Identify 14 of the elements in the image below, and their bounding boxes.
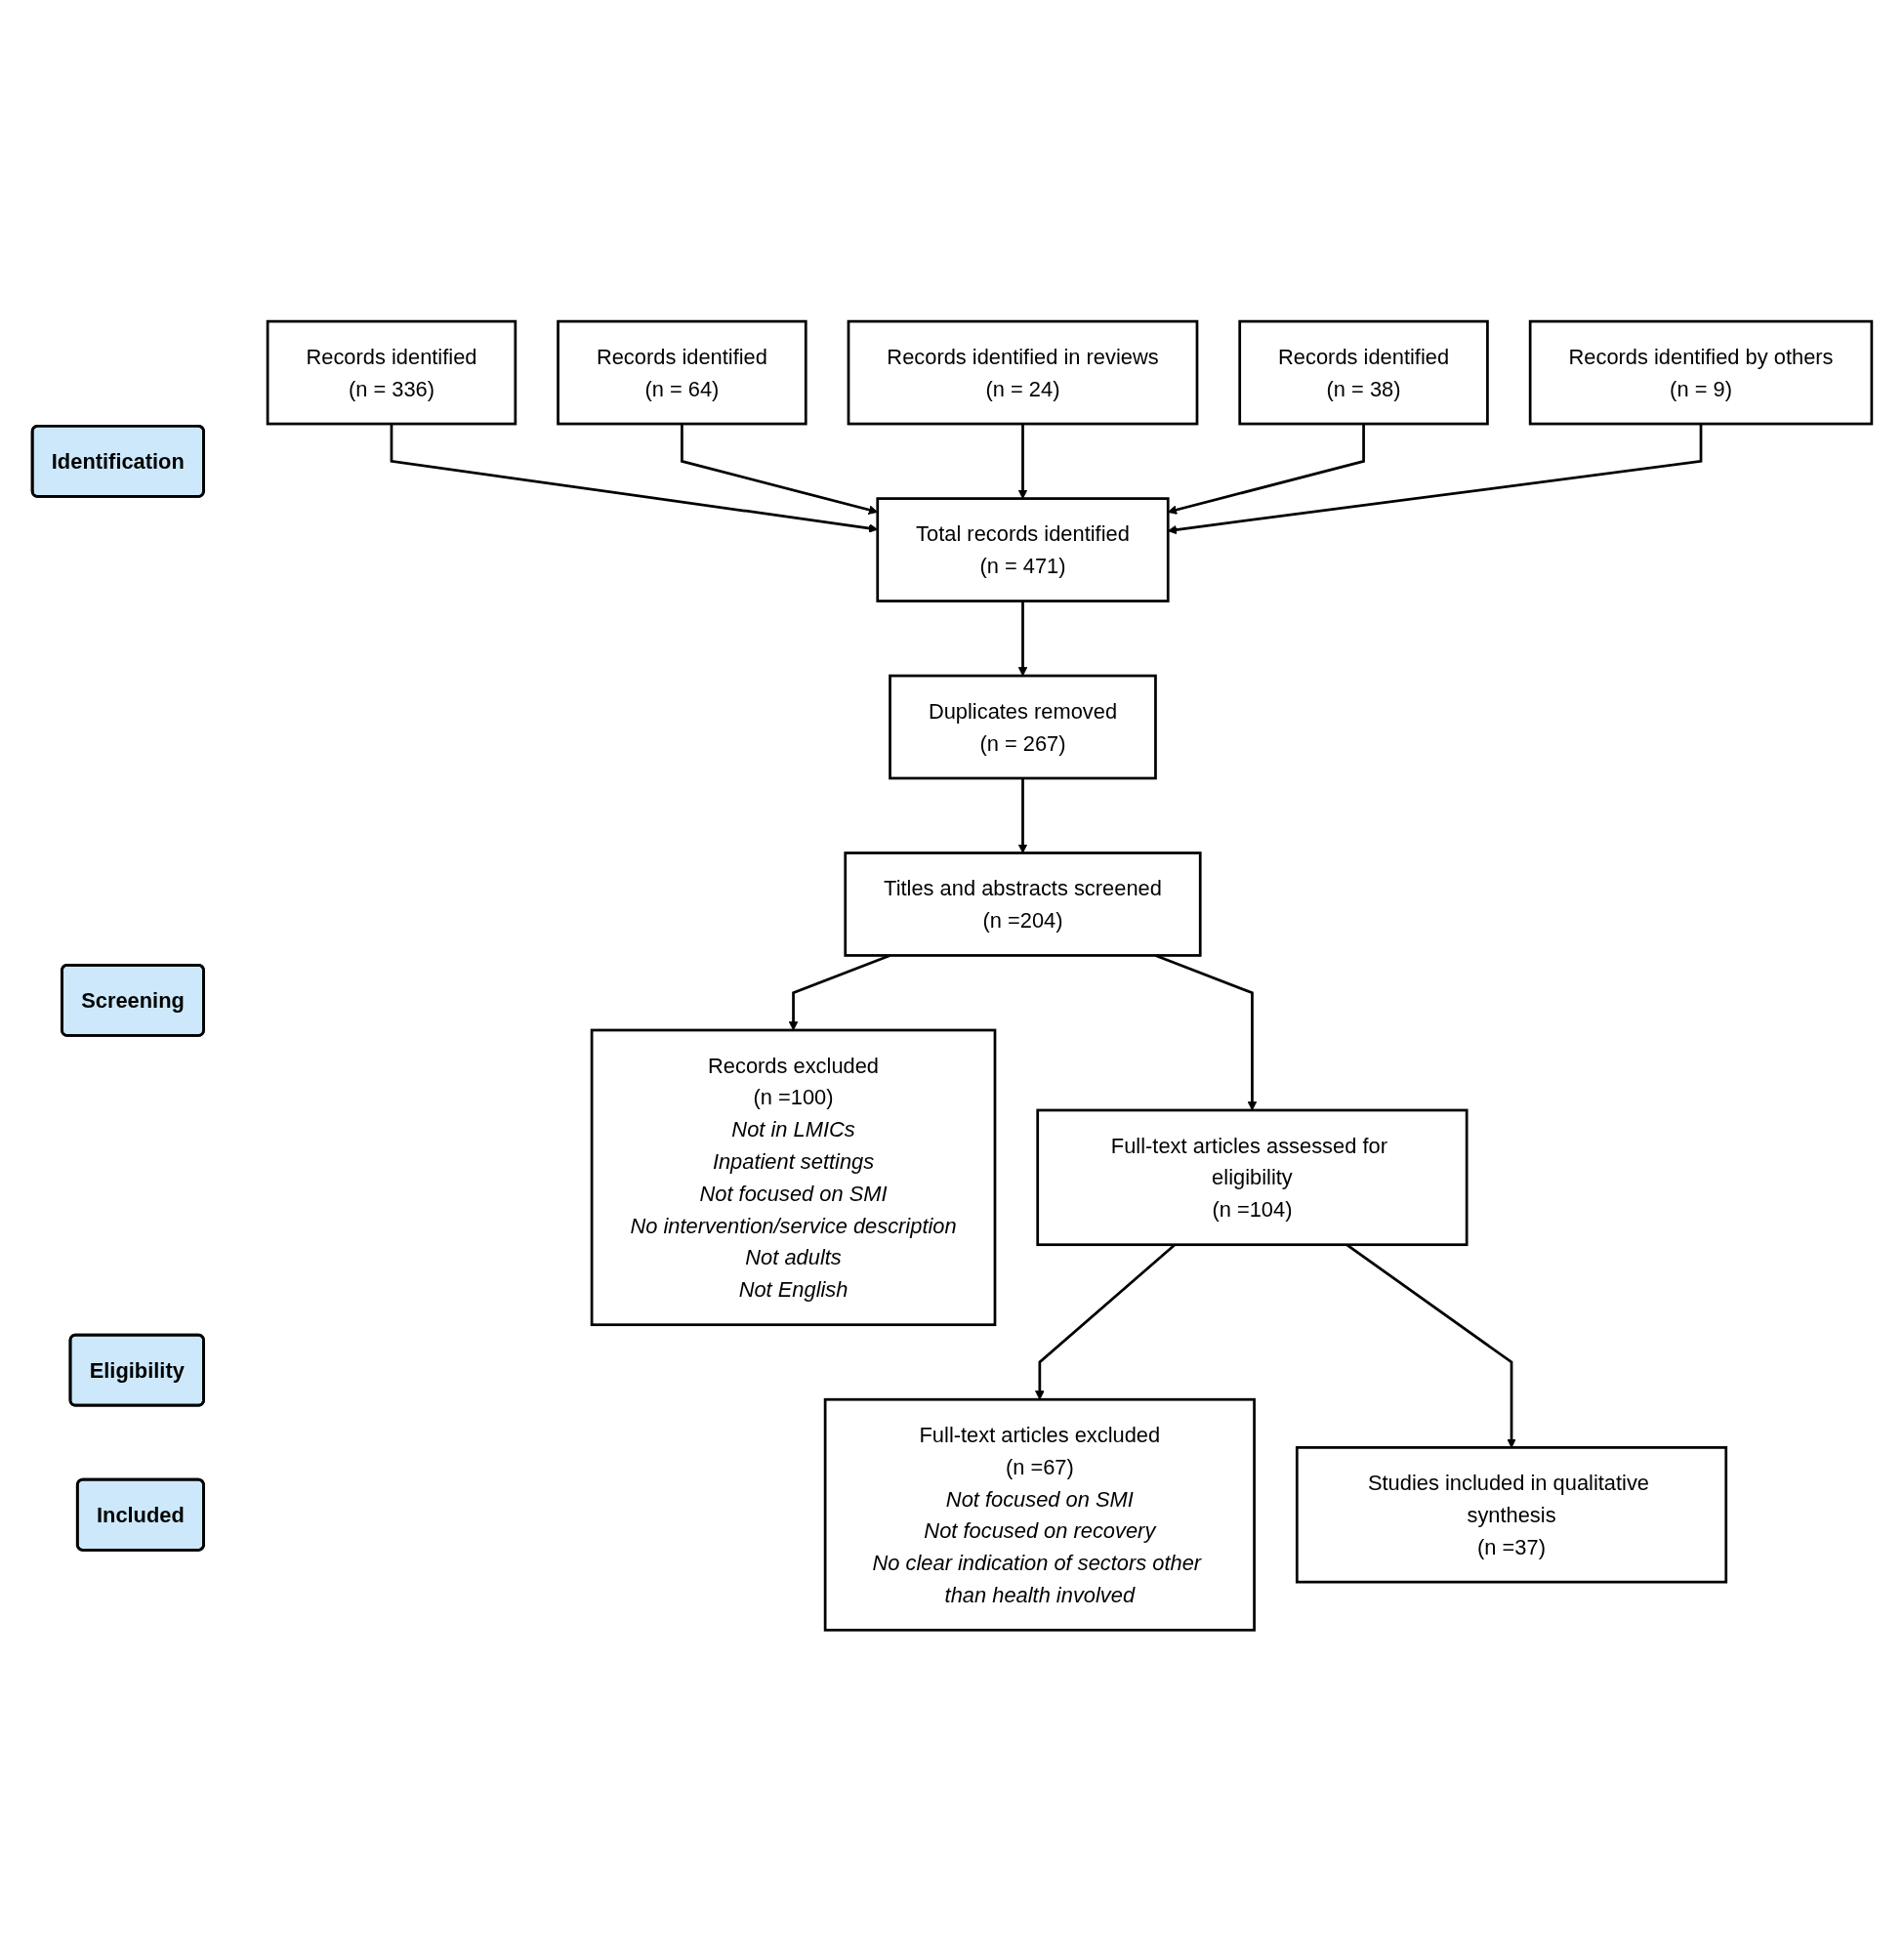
arrow — [1017, 777, 1028, 853]
node-box: Records identified (n = 38) — [1238, 319, 1489, 426]
node-box: Duplicates removed (n = 267) — [889, 674, 1157, 780]
node-box: Full-text articles assessed for eligibility (n =104) — [1036, 1108, 1469, 1246]
node-box: Titles and abstracts screened (n =204) — [844, 851, 1202, 957]
arrow — [1017, 423, 1028, 499]
node-box: Records excluded (n =100) Not in LMICs Inpatient settings Not focused on SMI No intervention/service description Not adults Not English — [590, 1028, 997, 1326]
node-box: Records identified (n = 336) — [266, 319, 517, 426]
node-box: Records identified by others (n = 9) — [1528, 319, 1874, 426]
node-box: Total records identified (n = 471) — [876, 497, 1170, 602]
node-box: Records identified in reviews (n = 24) — [847, 319, 1199, 426]
node-box: Studies included in qualitative synthesis (n =37) — [1295, 1445, 1728, 1584]
node-box: Full-text articles excluded (n =67) Not focused on SMI Not focused on recovery No clear indication of sectors other than health involved — [823, 1397, 1256, 1632]
node-box: Records identified (n = 64) — [557, 319, 807, 426]
